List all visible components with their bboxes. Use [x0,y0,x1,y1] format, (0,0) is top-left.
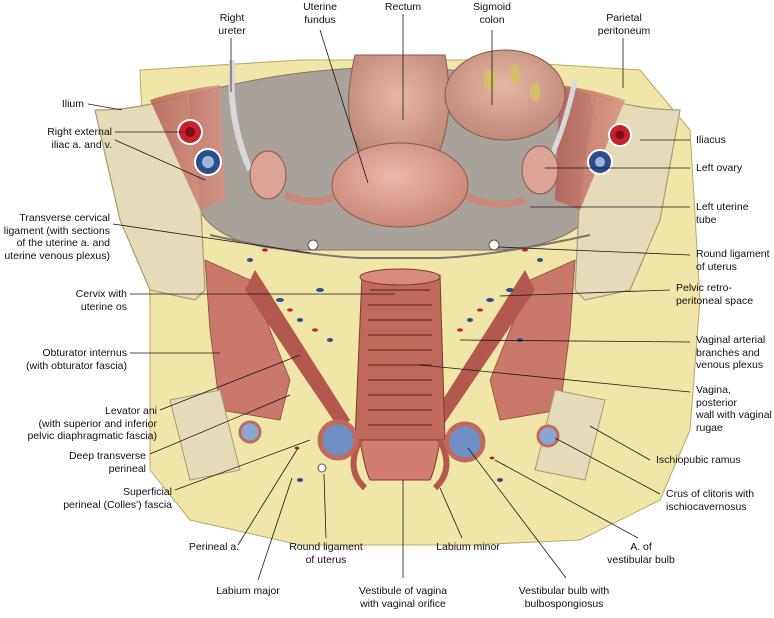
label-perineal-a: Perineal a. [188,541,240,553]
right-ureter [228,59,253,172]
label-vaginal-arterial: Vaginal arterial branches and venous ple… [696,334,766,371]
artery-lumen [185,127,195,137]
label-crus-clitoris: Crus of clitoris with ischiocavernosus [666,488,755,513]
vein-lumen [595,157,605,167]
colon-contents [530,83,540,101]
label-vestibule: Vestibule of vagina with vaginal orifice [358,585,448,610]
label-iliacus: Iliacus [696,134,726,146]
vaginal-rugae [368,289,432,426]
vestibular-bulb-left [444,421,486,463]
right-ovary [249,150,287,200]
vein-lumen [202,156,214,168]
label-rectum: Rectum [384,1,422,13]
label-ischiopubic-ramus: Ischiopubic ramus [656,454,741,466]
label-parietal-peritoneum: Parietal peritoneum [597,12,651,37]
label-sigmoid-colon: Sigmoid colon [473,1,511,26]
leader-lines [87,14,691,581]
artery-lumen [615,130,625,140]
label-a-vestibular-bulb: A. of vestibular bulb [607,541,675,566]
round-ligament-right [307,239,319,251]
label-superficial-perineal: Superficial perineal (Colles') fascia [63,486,172,511]
left-iliacus-muscle [555,85,625,210]
label-labium-minor: Labium minor [436,541,500,553]
label-vestibular-bulb: Vestibular bulb with bulbospongiosus [518,585,610,610]
left-ischiopubic-ramus [534,389,606,481]
label-labium-major: Labium major [216,585,280,597]
vestibule [359,439,441,481]
colon-contents [510,64,520,84]
label-left-ovary: Left ovary [696,162,743,174]
vestibular-bulb-right [317,419,359,461]
label-left-uterine-tube: Left uterine tube [696,201,749,226]
left-levator-ani [430,270,535,430]
round-ligament-lower [317,463,327,473]
arterial-branches [262,248,528,460]
label-transverse-cervical-ligament: Transverse cervical ligament (with secti… [3,212,110,262]
labium-minor-left [432,438,450,491]
label-round-ligament-upper: Round ligament of uterus [696,248,770,273]
label-vagina-posterior: Vagina, posterior wall with vaginal ruga… [696,384,772,434]
label-right-external-iliac: Right external iliac a. and v. [47,126,112,151]
colon-contents [484,69,496,91]
label-obturator-internus: Obturator internus (with obturator fasci… [26,347,127,372]
label-pelvic-retroperitoneal: Pelvic retro- peritoneal space [676,282,754,307]
label-right-ureter: Right ureter [218,12,246,37]
right-levator-ani [245,270,350,430]
cervix [359,268,441,286]
crus-clitoris-right [238,420,262,444]
label-round-ligament-lower: Round ligament of uterus [289,541,363,566]
label-cervix: Cervix with uterine os [75,288,127,313]
label-deep-transverse: Deep transverse perineal [68,450,146,475]
vagina [354,274,446,441]
label-ilium: Ilium [61,98,84,110]
sigmoid-colon [444,49,566,141]
right-iliacus-muscle [150,85,225,210]
left-ovary [521,145,559,195]
round-ligament-left [488,239,500,251]
label-levator-ani: Levator ani (with superior and inferior … [27,405,157,442]
venous-plexus [247,258,543,482]
crus-clitoris-left [536,424,560,448]
uterine-fundus [331,142,469,228]
label-uterine-fundus: Uterine fundus [303,1,337,26]
